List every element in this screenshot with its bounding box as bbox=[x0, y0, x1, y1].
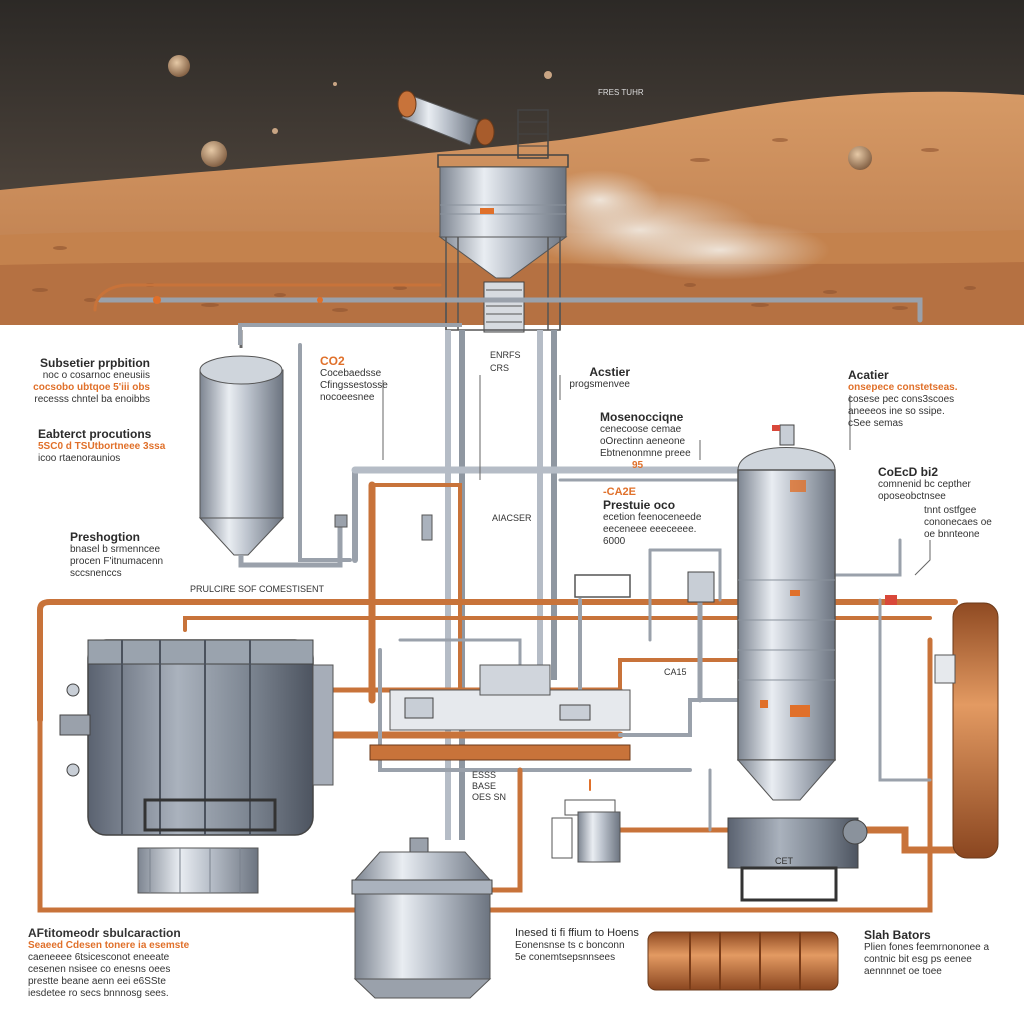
distillation-column bbox=[727, 424, 868, 902]
label-acstier: Acstier progsmenvee bbox=[530, 365, 630, 391]
small-label-s9: CET bbox=[775, 856, 793, 866]
label-mosenocciqne: Mosenocciqne cenecoose cemae oOrectinn a… bbox=[600, 410, 710, 472]
label-inesed-title: Inesed ti fi ffium to Hoens bbox=[515, 927, 639, 939]
label-mosenocciqne-title: Mosenocciqne bbox=[600, 410, 684, 424]
label-coecd: CoEcD bi2 comnenid bc cepther oposeobctn… bbox=[878, 465, 998, 503]
small-label-s5: CA15 bbox=[664, 667, 687, 677]
label-co2-title: CO2 bbox=[320, 354, 345, 368]
leader-lines bbox=[382, 375, 931, 576]
small-units bbox=[421, 514, 956, 863]
label-coecd-title: CoEcD bi2 bbox=[878, 465, 939, 479]
central-shafts bbox=[445, 330, 557, 840]
copper-reservoir bbox=[952, 602, 999, 859]
label-tnnt: tnnt ostfgee cononecaes oe oe bnnteone bbox=[924, 505, 992, 540]
small-label-s2: CRS bbox=[490, 363, 510, 373]
label-preshogtion: Preshogtion bnasel b srmenncee procen F'… bbox=[70, 530, 180, 580]
copper-rotor bbox=[647, 931, 839, 991]
central-manifold bbox=[369, 664, 631, 761]
label-acatier: Acatier onsepece constetseas. cosese pec… bbox=[848, 368, 968, 430]
small-label-s3: ENRFS bbox=[490, 350, 521, 360]
label-eabterct-title: Eabterct procutions bbox=[38, 427, 152, 441]
rocket-module bbox=[397, 90, 495, 146]
label-subsetier: Subsetier prpbition noc o cosarnoc eneus… bbox=[10, 356, 150, 406]
surface-pipe bbox=[93, 283, 923, 323]
label-ca2e: -CA2E Prestuie oco ecetion feenoceneede … bbox=[603, 486, 713, 548]
label-slah-bators: Slah Bators Plien fones feemrnononee a c… bbox=[864, 928, 1014, 978]
label-aftitomeodr: AFtitomeodr sbulcaraction Seaeed Cdesen … bbox=[28, 926, 218, 1000]
label-acatier-title: Acatier bbox=[848, 368, 889, 382]
steam-cloud bbox=[520, 170, 830, 280]
small-label-s1: PRULCIRE SOF COMESTISENT bbox=[190, 584, 325, 594]
label-ca2e-title: -CA2E bbox=[603, 486, 637, 498]
small-label-s6: ESSS bbox=[472, 770, 497, 780]
upper-left-tank bbox=[198, 323, 462, 568]
top-caption: FRES TUHR bbox=[598, 88, 644, 97]
label-co2: CO2 Cocebaedsse Cfingssestosse nocoeesne… bbox=[320, 354, 400, 404]
label-inesed: Inesed ti fi ffium to Hoens Eonensnse ts… bbox=[515, 926, 645, 964]
small-label-s4: AIACSER bbox=[492, 513, 532, 523]
label-acstier-title: Acstier bbox=[589, 365, 630, 379]
label-eabterct: Eabterct procutions 5SC0 d TSUtbortneee … bbox=[38, 427, 168, 465]
label-subsetier-title: Subsetier prpbition bbox=[39, 356, 150, 370]
bottom-vessel bbox=[351, 837, 493, 999]
label-preshogtion-title: Preshogtion bbox=[70, 530, 141, 544]
small-label-s7: BASE bbox=[472, 781, 497, 791]
label-slah-bators-title: Slah Bators bbox=[864, 928, 931, 942]
label-aftitomeodr-title: AFtitomeodr sbulcaraction bbox=[28, 926, 181, 940]
small-label-s8: OES SN bbox=[472, 792, 507, 802]
horizontal-tank bbox=[59, 639, 334, 894]
top-silo bbox=[437, 109, 569, 333]
label-mosenocciqne-value: 95 bbox=[632, 460, 644, 471]
